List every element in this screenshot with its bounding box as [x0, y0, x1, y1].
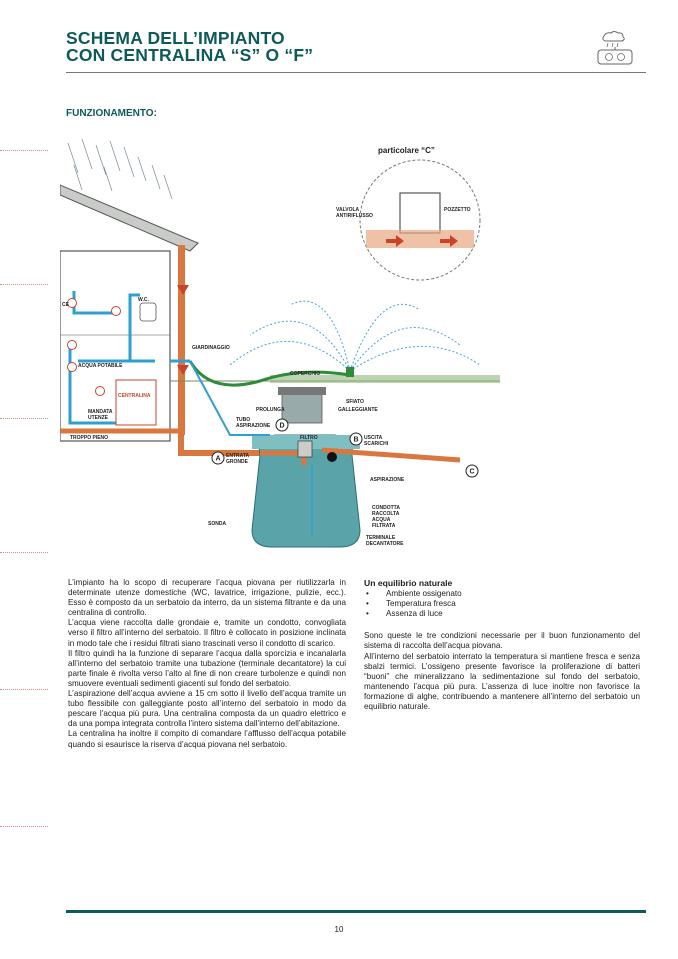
- label-ce: CE: [62, 302, 70, 308]
- margin-dotted-line: [0, 284, 48, 285]
- label-tubo: TUBO: [236, 417, 250, 423]
- rainwater-system-diagram: CENTRALINA D B C A particolare “C”: [60, 138, 500, 548]
- paragraph: All’interno del serbatoio interrato la t…: [364, 651, 640, 712]
- label-giardinaggio: GIARDINAGGIO: [192, 345, 230, 351]
- header-divider: [66, 72, 646, 73]
- section-heading: FUNZIONAMENTO:: [66, 108, 157, 119]
- page-number: 10: [334, 925, 344, 934]
- label-terminale: TERMINALE: [366, 535, 396, 541]
- label-mandata: MANDATA: [88, 409, 113, 415]
- paragraph: Il filtro quindi ha la funzione di separ…: [68, 648, 346, 688]
- left-text-column: L’impianto ha lo scopo di recuperare l’a…: [68, 578, 346, 750]
- label-coperchio: COPERCHIO: [290, 371, 320, 377]
- paragraph: L’acqua viene raccolta dalle grondaie e,…: [68, 618, 346, 648]
- margin-dotted-line: [0, 552, 48, 553]
- label-filtrata: FILTRATA: [372, 523, 396, 529]
- letter-b: B: [354, 437, 359, 444]
- label-pozzetto: POZZETTO: [444, 207, 471, 213]
- title-line-1: SCHEMA DELL’IMPIANTO: [66, 28, 285, 48]
- letter-d: D: [280, 423, 285, 430]
- title-line-2: CON CENTRALINA “S” O “F”: [66, 45, 314, 65]
- label-decantatore: DECANTATORE: [366, 541, 404, 547]
- rainwater-logo-icon: [597, 31, 633, 65]
- label-centralina: CENTRALINA: [118, 393, 151, 399]
- bullet-list: Ambiente ossigenato Temperatura fresca A…: [364, 589, 640, 619]
- page-title: SCHEMA DELL’IMPIANTO CON CENTRALINA “S” …: [66, 28, 486, 65]
- label-sfiato: SFIATO: [346, 399, 364, 405]
- paragraph: Sono queste le tre condizioni necessarie…: [364, 631, 640, 651]
- margin-dotted-line: [0, 689, 48, 690]
- letter-c: C: [470, 469, 475, 476]
- label-uscita: USCITA: [364, 435, 383, 441]
- bullet-item: Assenza di luce: [364, 609, 640, 619]
- label-sonda: SONDA: [208, 521, 226, 527]
- label-aspirazione: ASPIRAZIONE: [370, 477, 405, 483]
- letter-markers: [211, 418, 479, 478]
- label-filtro: FILTRO: [300, 435, 318, 441]
- label-raccolta: RACCOLTA: [372, 511, 400, 517]
- paragraph: L’aspirazione dell’acqua avviene a 15 cm…: [68, 689, 346, 729]
- label-tubo-aspirazione: ASPIRAZIONE: [236, 423, 271, 429]
- valve-icons: [67, 298, 121, 396]
- label-entrata: ENTRATA: [226, 453, 250, 459]
- label-valvola: VALVOLA: [336, 207, 360, 213]
- label-antiriflusso: ANTIRIFLUSSO: [336, 213, 373, 219]
- label-wc: W.C.: [138, 297, 149, 303]
- rain-lines: [67, 138, 173, 200]
- label-troppo-pieno: TROPPO PIENO: [70, 435, 108, 441]
- label-condotta: CONDOTTA: [372, 505, 400, 511]
- bullet-item: Temperatura fresca: [364, 599, 640, 609]
- label-galleggiante: GALLEGGIANTE: [338, 407, 378, 413]
- sprinkler-spray: [229, 300, 481, 372]
- subtitle: Un equilibrio naturale: [364, 578, 453, 588]
- paragraph: L’impianto ha lo scopo di recuperare l’a…: [68, 578, 346, 618]
- paragraph: La centralina ha inoltre il compito di c…: [68, 729, 346, 749]
- label-gronde: GRONDE: [226, 459, 249, 465]
- label-prolunga: PROLUNGA: [256, 407, 285, 413]
- margin-dotted-line: [0, 150, 48, 151]
- margin-dotted-line: [0, 826, 48, 827]
- right-text-column: Un equilibrio naturale Ambiente ossigena…: [364, 578, 640, 712]
- label-acqua: ACQUA: [372, 517, 391, 523]
- label-utenze: UTENZE: [88, 415, 109, 421]
- bullet-item: Ambiente ossigenato: [364, 589, 640, 599]
- label-scarichi: SCARICHI: [364, 441, 389, 447]
- label-acqua-potabile: ACQUA POTABILE: [78, 363, 123, 369]
- detail-title: particolare “C”: [378, 146, 435, 155]
- letter-a: A: [216, 456, 221, 463]
- margin-dotted-line: [0, 418, 48, 419]
- footer-bar: [66, 910, 646, 913]
